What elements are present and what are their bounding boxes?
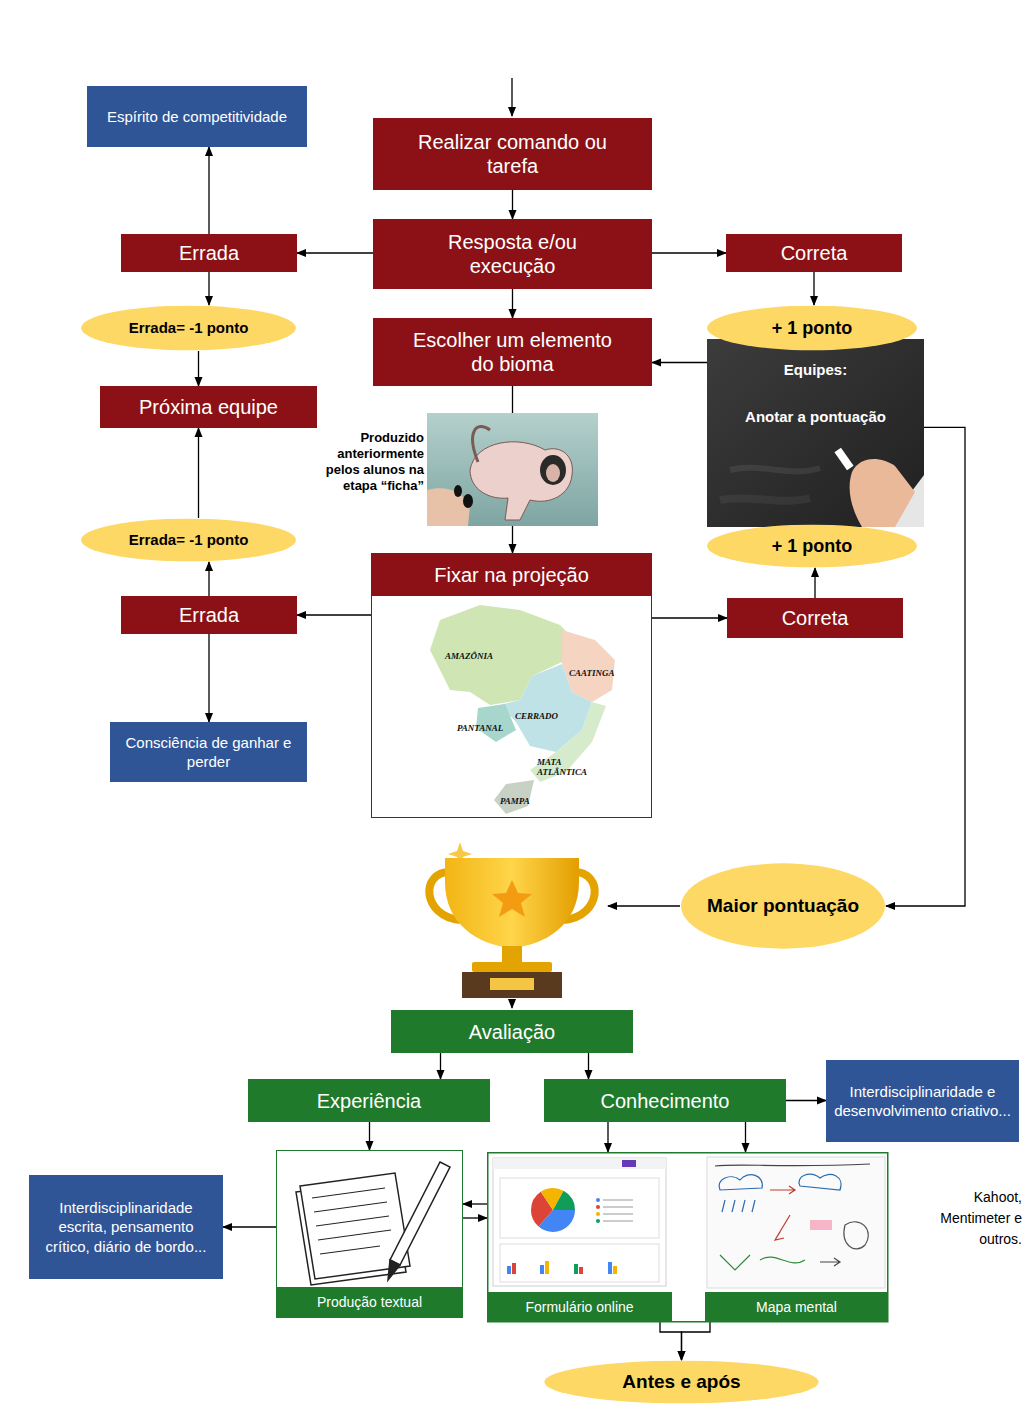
box-text: + 1 ponto (772, 535, 853, 558)
evaluation-box: Avaliação (391, 1010, 633, 1053)
box-text: Interdisciplinaridade e desenvolvimento … (834, 1082, 1011, 1121)
box-text: Interdisciplinaridade escrita, pensament… (37, 1198, 215, 1257)
connector-arrow (223, 1226, 276, 1227)
box-text: Próxima equipe (139, 395, 278, 419)
connector-arrow (814, 568, 815, 598)
box-text: Conhecimento (601, 1089, 730, 1113)
box-text: Produção textual (277, 1287, 462, 1317)
online-form-screenshot (493, 1158, 666, 1286)
connector-arrow (463, 1217, 487, 1218)
connector-arrow (652, 252, 726, 253)
map-panel: Fixar na projeção (371, 553, 652, 818)
box-text: Correta (782, 606, 849, 630)
process-box: Próxima equipe (100, 386, 317, 428)
box-text: Maior pontuação (707, 894, 859, 918)
evaluation-box: Experiência (248, 1079, 490, 1122)
box-text: + 1 ponto (772, 317, 853, 340)
map-label: AMAZÔNIA (445, 651, 505, 661)
mind-map-picture (707, 1157, 885, 1288)
connector-arrow (512, 289, 513, 318)
score-ellipse: Antes e após (543, 1360, 820, 1404)
process-box: Resposta e/ou execução (373, 219, 652, 289)
connector-arrow (463, 1203, 487, 1204)
evaluation-frame (488, 1153, 888, 1322)
box-text: Formulário online (487, 1292, 672, 1322)
map-label: MATA ATLÂNTICA (537, 757, 589, 777)
chalkboard-picture (707, 339, 924, 527)
notebook-picture (296, 1162, 450, 1285)
score-ellipse: Errada= -1 ponto (80, 305, 297, 351)
map-label: PANTANAL (457, 723, 517, 733)
note-box: Espírito de competitividade (87, 86, 307, 147)
connector-arrow (652, 617, 727, 618)
connector-arrow (682, 1322, 711, 1360)
connector-arrow (208, 634, 209, 722)
trophy-arrow (608, 905, 680, 906)
score-ellipse: Errada= -1 ponto (80, 518, 297, 562)
map-label: CERRADO (515, 711, 575, 721)
note-box: Interdisciplinaridade escrita, pensament… (29, 1175, 223, 1279)
box-text: Consciência de ganhar e perder (118, 733, 299, 772)
process-box: Escolher um elemento do bioma (373, 318, 652, 386)
box-text: Espírito de competitividade (107, 107, 287, 127)
chalkboard-box: Equipes: Anotar a pontuação (707, 339, 924, 527)
score-ellipse: Maior pontuação (680, 862, 886, 950)
box-text: Errada= -1 ponto (129, 531, 249, 550)
map-label: CAATINGA (569, 668, 629, 678)
connector-arrow (208, 272, 209, 305)
connector-arrow (198, 428, 199, 518)
connector-arrow (198, 351, 199, 386)
process-box: Correta (726, 234, 902, 272)
box-text: Antes e após (622, 1370, 740, 1394)
connector-arrow (297, 614, 371, 615)
connector-arrow (652, 362, 707, 363)
box-text: Equipes: (784, 361, 847, 378)
process-box: Realizar comando ou tarefa (373, 118, 652, 190)
process-box: Correta (727, 598, 903, 638)
box-text: Avaliação (469, 1020, 555, 1044)
student-figure-photo (427, 413, 598, 526)
box-text: Fixar na projeção (372, 554, 651, 596)
box-text: Correta (781, 241, 848, 265)
evaluation-panel: Formulário online (487, 1152, 672, 1322)
box-text: Anotar a pontuação (745, 408, 886, 425)
box-text: Errada= -1 ponto (129, 319, 249, 338)
map-label: PAMPA (500, 796, 540, 806)
side-note: Kahoot, Mentimeter e outros. (926, 1187, 1022, 1250)
score-ellipse: + 1 ponto (706, 305, 918, 351)
evaluation-panel: Mapa mental (705, 1152, 888, 1322)
connector-arrow (208, 562, 209, 596)
note-label: Produzido anteriormente pelos alunos na … (322, 430, 424, 494)
note-box: Interdisciplinaridade e desenvolvimento … (826, 1060, 1019, 1142)
box-text: Escolher um elemento do bioma (403, 328, 622, 376)
connector-arrow (208, 147, 209, 234)
evaluation-box: Conhecimento (544, 1079, 786, 1122)
entry-arrow (511, 78, 512, 116)
brazil-biome-map (430, 605, 615, 814)
connector-arrow (786, 1100, 826, 1101)
box-text: Errada (179, 603, 239, 627)
process-box: Errada (121, 596, 297, 634)
connector-arrow (297, 252, 373, 253)
evaluation-panel: Produção textual (276, 1150, 463, 1318)
process-box: Errada (121, 234, 297, 272)
connector-arrow (588, 1053, 589, 1079)
connector-arrow (369, 1122, 370, 1150)
trophy-arrow (511, 999, 512, 1008)
trophy-picture (429, 842, 594, 998)
box-text: Experiência (317, 1089, 422, 1113)
connector-arrow (745, 1122, 746, 1152)
box-text: Mapa mental (705, 1292, 888, 1322)
note-box: Consciência de ganhar e perder (110, 722, 307, 782)
box-text: Realizar comando ou tarefa (403, 130, 622, 178)
connector-arrow (813, 272, 814, 305)
connector-arrow (660, 1322, 682, 1360)
connector-arrow (512, 190, 513, 219)
score-ellipse: + 1 ponto (706, 524, 918, 568)
box-text: Resposta e/ou execução (403, 230, 622, 278)
connector-arrow (607, 1122, 608, 1152)
box-text: Errada (179, 241, 239, 265)
connector-arrow (440, 1053, 441, 1079)
